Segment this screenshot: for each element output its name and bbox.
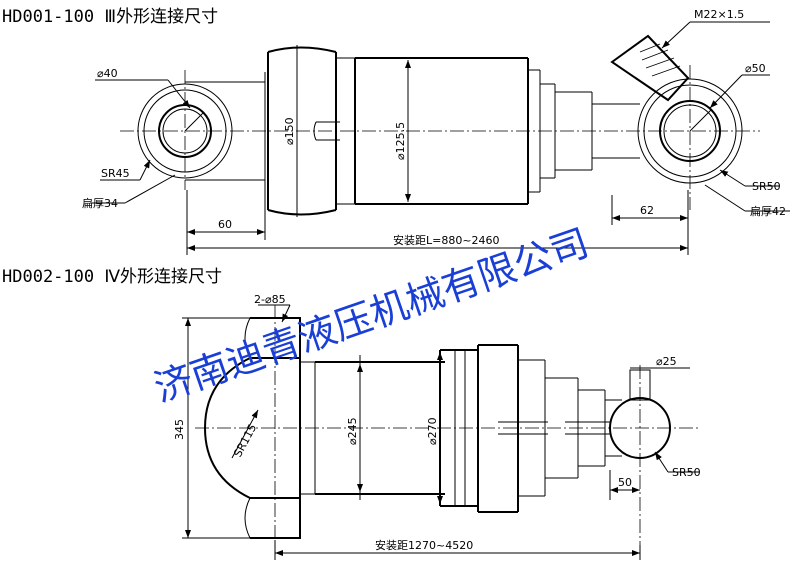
d2-offset-right-label: 50 xyxy=(618,476,632,489)
d1-thick-left-label: 扁厚34 xyxy=(82,197,118,210)
d2-height-label: 345 xyxy=(173,419,186,440)
left-eye xyxy=(137,70,265,190)
d1-sr-right-label: SR50 xyxy=(752,180,781,193)
d2-sr-left-label: SR115 xyxy=(231,422,259,460)
d1-thick-right-label: 扁厚42 xyxy=(750,205,786,218)
drawing2-title: HD002-100 Ⅳ外形连接尺寸 xyxy=(2,267,223,287)
d1-body-outer-label: ⌀150 xyxy=(283,117,296,145)
right-eye xyxy=(610,34,743,210)
d1-thread-label: M22×1.5 xyxy=(694,8,744,21)
d2-install-label: 安装距1270~4520 xyxy=(375,538,473,552)
d2-holes-label: 2-⌀85 xyxy=(254,293,286,306)
drawing1-title: HD001-100 Ⅲ外形连接尺寸 xyxy=(2,7,219,27)
cylinder-body-1 xyxy=(264,45,640,217)
d1-install-label: 安装距L=880~2460 xyxy=(393,233,500,247)
d1-offset-left-label: 60 xyxy=(218,218,232,231)
d1-offset-right-label: 62 xyxy=(640,204,654,217)
d2-ball-pin-label: ⌀25 xyxy=(656,355,677,368)
d2-body-outer-label: ⌀245 xyxy=(346,417,359,445)
d2-sr-right-label: SR50 xyxy=(672,466,701,479)
d2-flange-label: ⌀270 xyxy=(426,417,439,445)
d1-sr-left-label: SR45 xyxy=(101,167,130,180)
company-watermark: 济南迪青液压机械有限公司 xyxy=(149,220,594,410)
cylinder-2: 2-⌀85 345 SR115 ⌀245 ⌀270 ⌀25 SR50 50 安装… xyxy=(173,293,701,560)
d1-pin-left-label: ⌀40 xyxy=(97,67,118,80)
trunnion-end xyxy=(203,305,316,545)
ball-end xyxy=(609,365,671,545)
cylinder-1: M22×1.5 ⌀40 ⌀50 ⌀150 ⌀125.5 SR45 SR50 扁厚… xyxy=(82,8,790,255)
d1-body-inner-label: ⌀125.5 xyxy=(394,122,407,160)
cylinder-body-2 xyxy=(315,344,622,513)
d1-pin-right-label: ⌀50 xyxy=(745,62,766,75)
